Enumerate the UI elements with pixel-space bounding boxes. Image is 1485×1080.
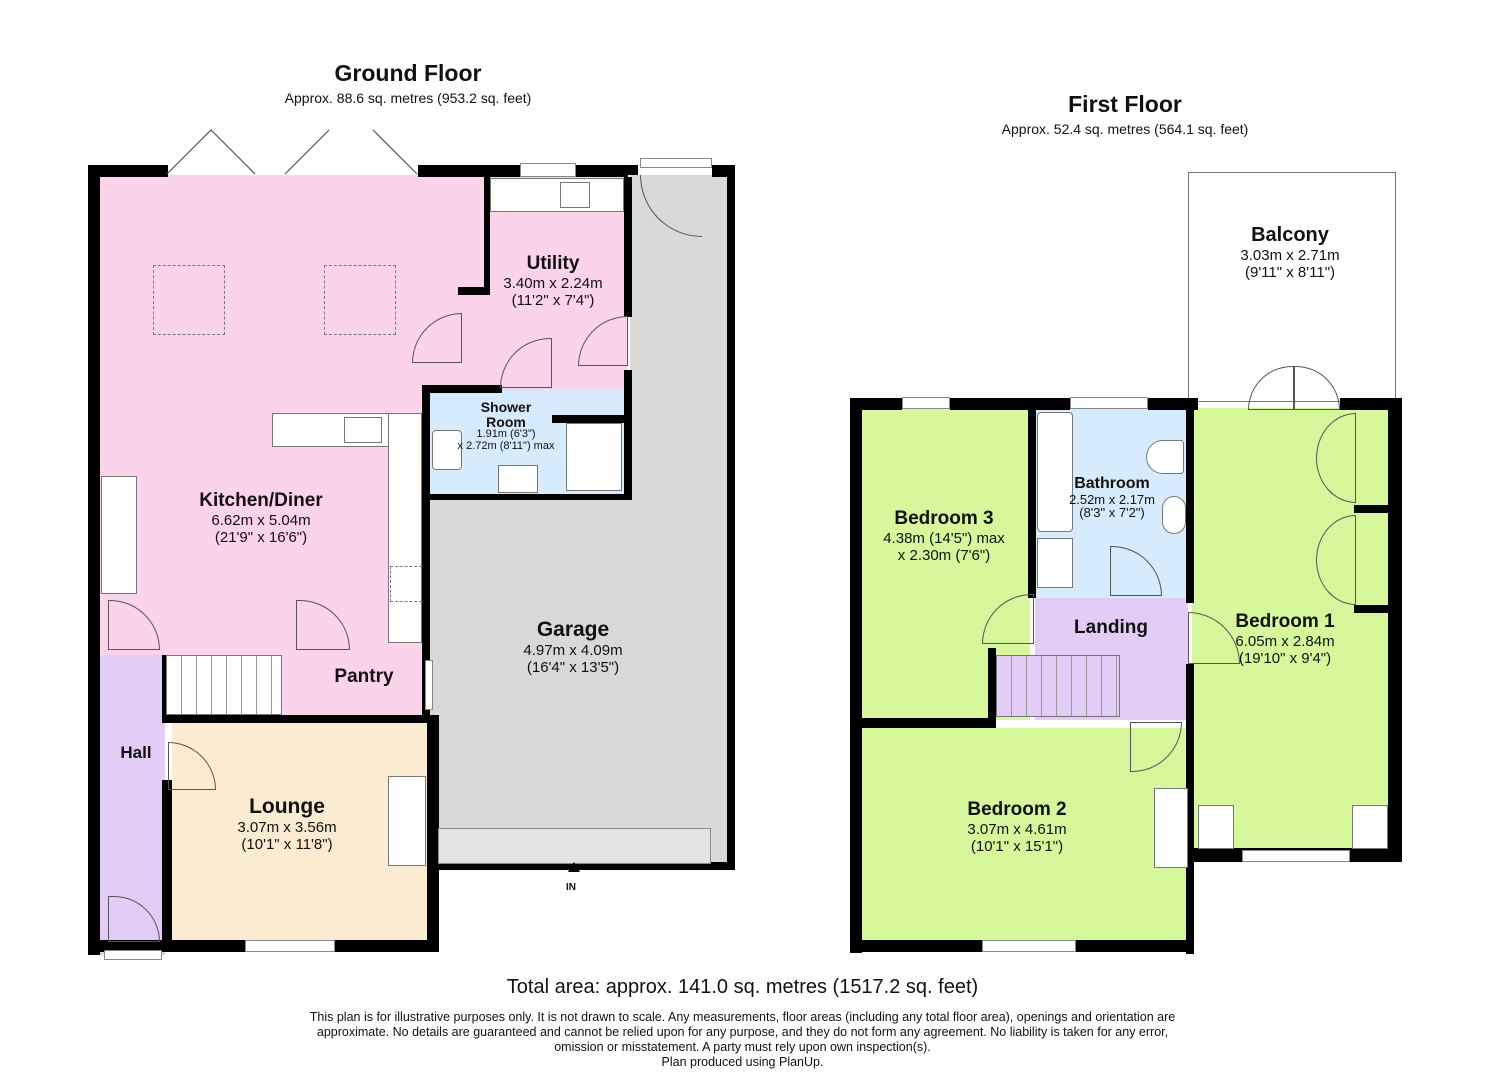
appliance xyxy=(101,476,137,594)
disclaimer-line: This plan is for illustrative purposes o… xyxy=(309,1010,1176,1024)
wall xyxy=(436,862,735,870)
shower-tray-icon xyxy=(1037,538,1073,588)
room-balcony xyxy=(1188,172,1396,402)
total-area: Total area: approx. 141.0 sq. metres (15… xyxy=(506,976,979,998)
shower-tray-icon xyxy=(566,423,622,491)
wall xyxy=(427,715,439,945)
staircase-icon xyxy=(166,655,282,715)
wall xyxy=(624,370,632,500)
room-kitchen-diner-extension xyxy=(100,175,490,415)
first-floor-area: Approx. 52.4 sq. metres (564.1 sq. feet) xyxy=(1001,121,1249,137)
basin-icon xyxy=(1162,496,1186,534)
disclaimer-line: omission or misstatement. A party must r… xyxy=(554,1040,931,1054)
ground-floor-plan: Kitchen/Diner 6.62m x 5.04m (21'9" x 16'… xyxy=(0,0,740,970)
window xyxy=(982,940,1076,952)
skylight-icon xyxy=(153,265,225,335)
toilet-icon xyxy=(432,430,462,470)
bathroom-label: Bathroom 2.52m x 2.17m (8'3" x 7'2") xyxy=(1069,475,1155,521)
lounge-label: Lounge 3.07m x 3.56m (10'1" x 11'8") xyxy=(237,795,337,854)
worktop xyxy=(388,413,422,643)
wardrobe xyxy=(1154,788,1188,868)
skylight-icon xyxy=(324,265,396,335)
ground-floor-area: Approx. 88.6 sq. metres (953.2 sq. feet) xyxy=(284,90,532,106)
wall xyxy=(850,398,862,953)
wall xyxy=(626,165,638,175)
utility-label: Utility 3.40m x 2.24m (11'2" x 7'4") xyxy=(503,253,603,310)
wall xyxy=(850,398,902,410)
wall xyxy=(1186,664,1194,954)
wall xyxy=(1148,398,1198,410)
bifold-door-icon xyxy=(166,129,418,175)
wall xyxy=(862,718,992,728)
wall xyxy=(988,648,996,728)
balcony-label: Balcony 3.03m x 2.71m (9'11" x 8'11") xyxy=(1240,224,1340,282)
wall xyxy=(162,715,432,723)
toilet-icon xyxy=(1146,440,1184,474)
wall xyxy=(422,385,430,715)
wall xyxy=(1388,398,1402,858)
wall xyxy=(1354,505,1390,513)
disclaimer-credit: Plan produced using PlanUp. xyxy=(661,1055,824,1069)
wall xyxy=(1340,398,1402,410)
wall xyxy=(88,165,100,955)
chimney-breast xyxy=(388,776,426,866)
window xyxy=(1070,397,1148,409)
sink-icon xyxy=(344,417,382,443)
landing-label: Landing xyxy=(1074,617,1148,638)
first-floor-title: First Floor xyxy=(1068,91,1182,117)
window xyxy=(902,397,950,409)
cupboard xyxy=(1352,805,1388,849)
hatch-icon xyxy=(390,566,422,602)
wall xyxy=(422,494,632,500)
wall xyxy=(727,165,735,865)
entrance-arrow-icon xyxy=(568,862,580,872)
entrance-label: IN xyxy=(566,882,576,893)
window xyxy=(425,660,433,710)
wall xyxy=(88,165,168,177)
bedroom-1-label: Bedroom 1 6.05m x 2.84m (19'10" x 9'4") xyxy=(1235,611,1335,668)
wall xyxy=(1354,605,1390,613)
wall xyxy=(624,177,632,317)
kitchen-diner-label: Kitchen/Diner 6.62m x 5.04m (21'9" x 16'… xyxy=(199,490,323,547)
wall xyxy=(484,177,490,287)
wall xyxy=(162,780,172,950)
bedroom-3-label: Bedroom 3 4.38m (14'5") max x 2.30m (7'6… xyxy=(883,508,1005,565)
window xyxy=(1242,850,1350,862)
window xyxy=(640,158,712,168)
bedroom-2-label: Bedroom 2 3.07m x 4.61m (10'1" x 15'1") xyxy=(967,799,1067,856)
wall xyxy=(458,287,490,295)
cupboard xyxy=(1198,805,1234,849)
shower-room-label: Shower Room 1.91m (6'3") x 2.72m (8'11")… xyxy=(457,399,555,452)
disclaimer-line: approximate. No details are guaranteed a… xyxy=(316,1025,1169,1039)
window xyxy=(520,163,576,177)
worktop xyxy=(490,178,624,212)
room-garage-main xyxy=(430,494,727,865)
basin-icon xyxy=(498,465,538,493)
sink-icon xyxy=(560,182,590,208)
wall xyxy=(422,385,502,393)
staircase-icon xyxy=(996,655,1120,717)
pantry-label: Pantry xyxy=(334,666,394,687)
disclaimer: This plan is for illustrative purposes o… xyxy=(250,1010,1235,1070)
garage-label: Garage 4.97m x 4.09m (16'4" x 13'5") xyxy=(523,618,623,677)
window xyxy=(104,950,162,960)
wall xyxy=(552,415,628,423)
ground-floor-title: Ground Floor xyxy=(334,60,482,86)
first-floor-plan: Balcony 3.03m x 2.71m (9'11" x 8'11") Be… xyxy=(850,172,1402,954)
bath-icon xyxy=(1037,412,1073,532)
room-lounge xyxy=(172,722,427,940)
window xyxy=(245,940,335,952)
hall-label: Hall xyxy=(120,743,152,762)
wall xyxy=(950,398,1070,410)
wall xyxy=(1186,408,1194,603)
wall xyxy=(1028,408,1036,598)
